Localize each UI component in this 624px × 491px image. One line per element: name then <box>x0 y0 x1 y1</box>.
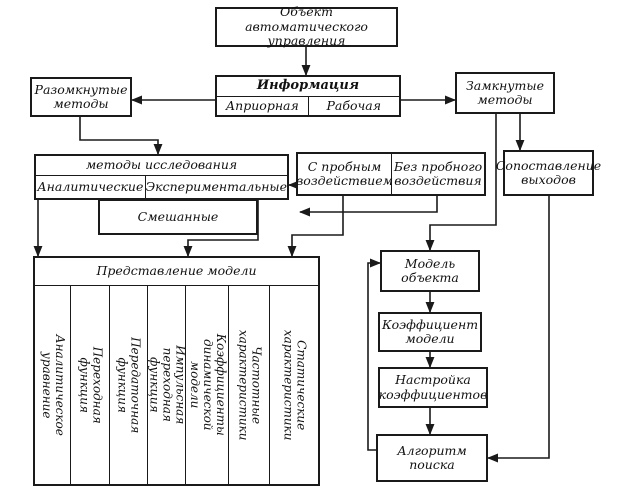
model-column-label-line: функция <box>146 357 161 413</box>
tuning-line-1: Настройка <box>395 372 471 388</box>
model-column-label-line: Передаточная <box>128 336 143 434</box>
research-analytical: Аналитические <box>36 176 146 198</box>
arrow-closed-to-object-model <box>425 114 497 252</box>
open-methods-line-2: методы <box>53 96 109 111</box>
arrow-with-test-to-model <box>287 196 344 258</box>
model-column-label-line: уравнение <box>39 351 54 419</box>
without-test-line-1: Без пробного <box>393 158 483 174</box>
model-representation-title: Представление модели <box>35 258 318 286</box>
mixed-label: Смешанные <box>137 208 219 224</box>
object-model-line-1: Модель <box>404 255 456 271</box>
object-line-2: управления <box>267 33 346 49</box>
mixed-box: Смешанные <box>98 199 258 235</box>
comparison-line-1: Сопоставление <box>495 157 602 173</box>
object-model-line-2: объекта <box>401 270 459 285</box>
model-column-label-line: Переходная <box>90 346 105 424</box>
coefficient-line-2: модели <box>405 331 455 346</box>
model-column-label-line: характеристики <box>281 329 296 441</box>
closed-methods-line-1: Замкнутые <box>466 77 544 93</box>
model-column-label-line: Аналитическое <box>52 334 67 436</box>
model-column-label-line: Коэффициенты <box>213 333 228 437</box>
without-test-line-2: воздействия <box>394 173 482 188</box>
algorithm-line-2: поиска <box>409 457 455 472</box>
arrow-mixed-to-model <box>183 200 259 258</box>
model-column-label-line: Частотные <box>249 346 264 424</box>
object-line-1: Объект автоматического <box>245 4 368 34</box>
research-experimental: Экспериментальные <box>145 178 287 194</box>
information-apriori: Априорная <box>217 97 309 115</box>
research-methods-box: методы исследования Аналитические Экспер… <box>34 154 289 200</box>
arrow-without-test-to-model <box>298 196 438 217</box>
model-column-label-line: динамической <box>200 339 215 431</box>
model-column-label-line: функция <box>115 357 130 413</box>
open-methods-line-1: Разомкнутые <box>34 81 128 97</box>
research-methods-title: методы исследования <box>36 156 287 176</box>
model-column-label-line: Статические <box>294 339 309 431</box>
arrow-comparison-to-algorithm <box>486 196 550 463</box>
information-box: Информация Априорная Рабочая <box>215 75 401 117</box>
with-test-line-2: воздействием <box>296 173 393 188</box>
algorithm-line-1: Алгоритм <box>397 442 467 458</box>
model-column-label-line: характеристики <box>236 329 251 441</box>
comparison-line-2: выходов <box>521 172 576 187</box>
closed-methods-line-2: методы <box>477 92 533 107</box>
with-test-line-1: С пробным <box>307 158 382 174</box>
arrow-open-methods-to-research <box>79 117 163 156</box>
tuning-line-2: коэффициентов <box>378 386 488 402</box>
information-working: Рабочая <box>326 97 382 113</box>
coefficient-line-1: Коэффициент <box>381 316 479 332</box>
information-title: Информация <box>217 77 399 97</box>
model-column-label-line: Импульсная <box>173 345 188 425</box>
model-column-label-line: функция <box>77 357 92 413</box>
model-column-label-line: переходная <box>160 347 175 423</box>
model-column-label-line: модели <box>187 361 202 409</box>
